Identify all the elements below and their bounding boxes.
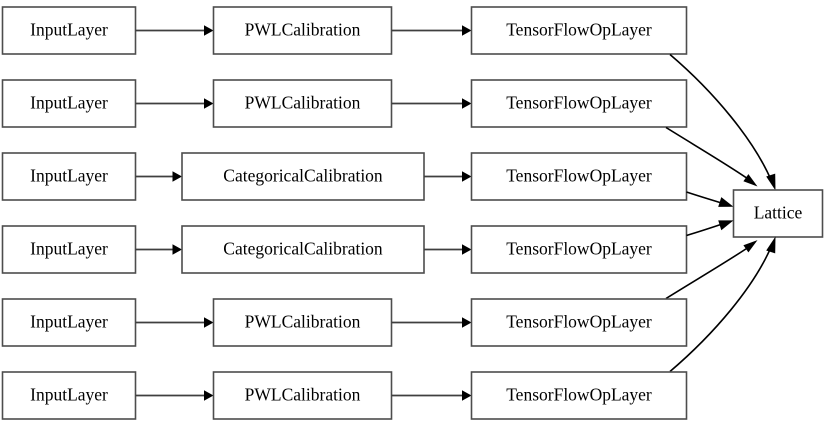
node-label: Lattice [754,203,803,223]
arrow-head-icon [462,171,472,182]
arrow-head-icon [204,98,214,109]
arrow-head-icon [204,390,214,401]
graph-row-6: InputLayer PWLCalibration TensorFlowOpLa… [1,236,776,420]
node-label: TensorFlowOpLayer [506,312,652,332]
arrow-head-icon [462,98,472,109]
edge-input-2-to-calibration-2 [135,98,214,109]
edge-calibration-2-to-op-2 [391,98,472,109]
node-label: InputLayer [30,166,108,186]
node-tensorflowoplayer-2[interactable]: TensorFlowOpLayer [470,79,688,128]
arrow-head-icon [766,236,776,254]
edge-op-5-to-lattice [665,240,758,300]
edge-op-3-to-lattice [686,191,734,207]
node-pwlcalibration-1[interactable]: PWLCalibration [212,6,393,55]
edge-input-1-to-calibration-1 [135,25,214,36]
node-label: InputLayer [30,312,108,332]
arrow-head-icon [462,25,472,36]
node-pwlcalibration-2[interactable]: PWLCalibration [212,79,393,128]
edge-calibration-5-to-op-5 [391,317,472,328]
arrow-head-icon [766,173,776,191]
node-inputlayer-4[interactable]: InputLayer [1,225,137,274]
node-label: PWLCalibration [245,385,361,405]
node-label: InputLayer [30,20,108,40]
graph-row-1: InputLayer PWLCalibration TensorFlowOpLa… [1,6,776,191]
edge-input-5-to-calibration-5 [135,317,214,328]
node-inputlayer-3[interactable]: InputLayer [1,152,137,201]
node-pwlcalibration-6[interactable]: PWLCalibration [212,371,393,420]
node-label: PWLCalibration [245,93,361,113]
node-label: TensorFlowOpLayer [506,20,652,40]
edge-calibration-6-to-op-6 [391,390,472,401]
node-tensorflowoplayer-1[interactable]: TensorFlowOpLayer [470,6,688,55]
arrow-head-icon [718,220,734,231]
edge-op-2-to-lattice [665,126,758,187]
node-tensorflowoplayer-5[interactable]: TensorFlowOpLayer [470,298,688,347]
edge-calibration-4-to-op-4 [424,244,472,255]
node-categoricalcalibration-3[interactable]: CategoricalCalibration [181,152,425,201]
node-tensorflowoplayer-3[interactable]: TensorFlowOpLayer [470,152,688,201]
arrow-head-icon [172,171,182,182]
arrow-head-icon [743,240,758,253]
graph-row-5: InputLayer PWLCalibration TensorFlowOpLa… [1,240,758,347]
node-label: InputLayer [30,93,108,113]
edge-op-1-to-lattice [669,53,776,191]
arrow-head-icon [204,25,214,36]
edge-op-6-to-lattice [669,236,776,373]
node-lattice[interactable]: Lattice [732,189,824,238]
node-tensorflowoplayer-6[interactable]: TensorFlowOpLayer [470,371,688,420]
node-label: TensorFlowOpLayer [506,385,652,405]
arrow-head-icon [462,390,472,401]
node-label: InputLayer [30,239,108,259]
edge-input-6-to-calibration-6 [135,390,214,401]
arrow-head-icon [462,317,472,328]
node-inputlayer-1[interactable]: InputLayer [1,6,137,55]
edge-input-4-to-calibration-4 [135,244,182,255]
node-tensorflowoplayer-4[interactable]: TensorFlowOpLayer [470,225,688,274]
node-label: PWLCalibration [245,20,361,40]
node-categoricalcalibration-4[interactable]: CategoricalCalibration [181,225,425,274]
node-label: CategoricalCalibration [223,239,383,259]
node-inputlayer-5[interactable]: InputLayer [1,298,137,347]
edge-op-4-to-lattice [686,220,734,237]
graph-row-4: InputLayer CategoricalCalibration Tensor… [1,220,734,274]
node-label: TensorFlowOpLayer [506,239,652,259]
node-label: PWLCalibration [245,312,361,332]
node-label: InputLayer [30,385,108,405]
arrow-head-icon [718,197,734,207]
edge-calibration-3-to-op-3 [424,171,472,182]
node-inputlayer-6[interactable]: InputLayer [1,371,137,420]
graph-row-2: InputLayer PWLCalibration TensorFlowOpLa… [1,79,758,187]
arrow-head-icon [204,317,214,328]
node-label: CategoricalCalibration [223,166,383,186]
arrow-head-icon [743,174,758,187]
arrow-head-icon [172,244,182,255]
node-label: TensorFlowOpLayer [506,93,652,113]
arrow-head-icon [462,244,472,255]
node-inputlayer-2[interactable]: InputLayer [1,79,137,128]
edge-calibration-1-to-op-1 [391,25,472,36]
node-pwlcalibration-5[interactable]: PWLCalibration [212,298,393,347]
graph-row-3: InputLayer CategoricalCalibration Tensor… [1,152,734,207]
node-label: TensorFlowOpLayer [506,166,652,186]
edge-input-3-to-calibration-3 [135,171,182,182]
